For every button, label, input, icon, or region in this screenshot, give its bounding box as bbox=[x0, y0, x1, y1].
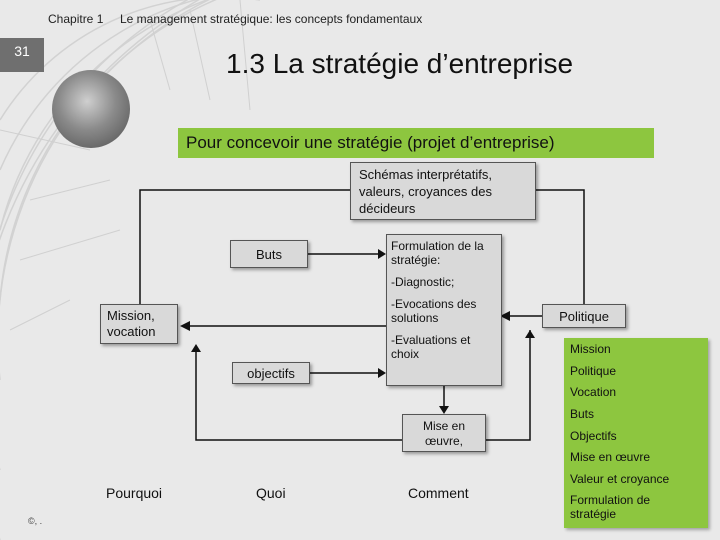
keyword-item: Objectifs bbox=[570, 429, 617, 443]
copyright-text: ©, . bbox=[28, 516, 43, 526]
objectifs-text: objectifs bbox=[247, 366, 295, 381]
mission-box: Mission, vocation bbox=[100, 304, 178, 344]
question-quoi: Quoi bbox=[256, 485, 286, 501]
keyword-item: Mise en œuvre bbox=[570, 450, 651, 464]
question-pourquoi: Pourquoi bbox=[106, 485, 163, 501]
schemas-text: Schémas interprétatifs, valeurs, croyanc… bbox=[359, 167, 492, 216]
formulation-item: -Evaluations et choix bbox=[391, 333, 471, 361]
banner-text: Pour concevoir une stratégie (projet d’e… bbox=[186, 133, 555, 152]
keyword-item: Valeur et croyance bbox=[570, 472, 670, 486]
page-number: 31 bbox=[0, 38, 44, 72]
schemas-box: Schémas interprétatifs, valeurs, croyanc… bbox=[350, 162, 536, 220]
formulation-title: Formulation de la stratégie: bbox=[391, 239, 484, 267]
mission-text: Mission, vocation bbox=[107, 308, 156, 339]
keyword-item: Vocation bbox=[570, 385, 617, 399]
politique-box: Politique bbox=[542, 304, 626, 328]
chapter-label: Chapitre 1 bbox=[48, 12, 104, 26]
buts-text: Buts bbox=[255, 247, 282, 262]
formulation-item: -Evocations des solutions bbox=[391, 297, 477, 325]
formulation-item: -Diagnostic; bbox=[391, 275, 455, 289]
objectifs-box: objectifs bbox=[232, 362, 310, 384]
keyword-item: Buts bbox=[570, 407, 595, 421]
buts-box: Buts bbox=[230, 240, 308, 268]
course-title: Le management stratégique: les concepts … bbox=[120, 12, 423, 26]
mise-en-oeuvre-text: Mise en œuvre, bbox=[422, 419, 466, 448]
question-comment: Comment bbox=[408, 485, 469, 501]
keyword-item: Formulation de stratégie bbox=[570, 493, 651, 521]
keywords-panel: Mission Politique Vocation Buts Objectif… bbox=[564, 338, 708, 528]
mise-en-oeuvre-box: Mise en œuvre, bbox=[402, 414, 486, 452]
portrait-photo bbox=[52, 70, 130, 148]
banner: Pour concevoir une stratégie (projet d’e… bbox=[178, 128, 654, 158]
formulation-box: Formulation de la stratégie: -Diagnostic… bbox=[386, 234, 502, 386]
keyword-item: Politique bbox=[570, 364, 617, 378]
keyword-item: Mission bbox=[570, 342, 611, 356]
slide-title: 1.3 La stratégie d’entreprise bbox=[226, 48, 574, 79]
politique-text: Politique bbox=[559, 309, 609, 324]
